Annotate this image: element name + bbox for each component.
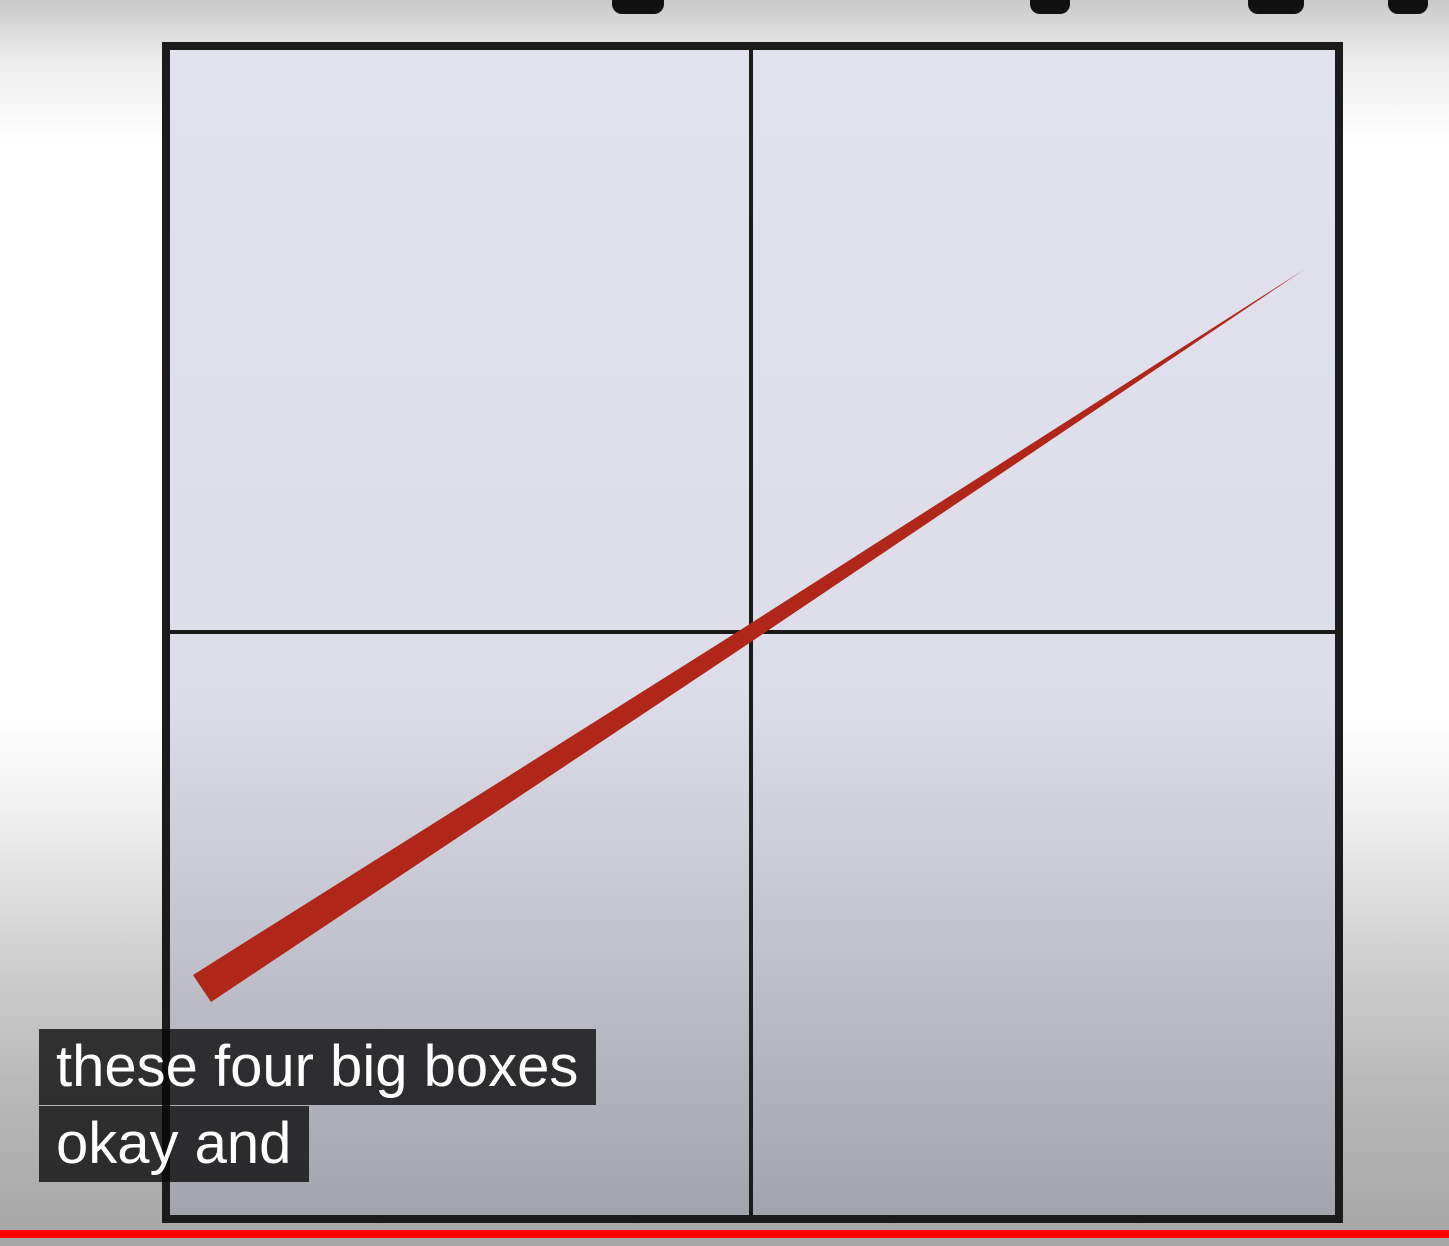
- video-progress-fill: [0, 1230, 1449, 1238]
- subtitle-line-1: these four big boxes: [39, 1029, 597, 1105]
- title-glyph-fragment: [612, 0, 664, 14]
- title-glyph-fragment: [1248, 0, 1304, 14]
- video-progress-bar[interactable]: [0, 1230, 1449, 1238]
- four-box-grid: [162, 42, 1343, 1223]
- title-glyph-fragment: [1030, 0, 1070, 14]
- red-needle: [193, 269, 1305, 1002]
- subtitle-caption: these four big boxes okay and: [39, 1029, 597, 1183]
- subtitle-line-2: okay and: [39, 1106, 310, 1182]
- grid-diagram: [170, 50, 1335, 1215]
- title-glyph-fragment: [1388, 0, 1428, 14]
